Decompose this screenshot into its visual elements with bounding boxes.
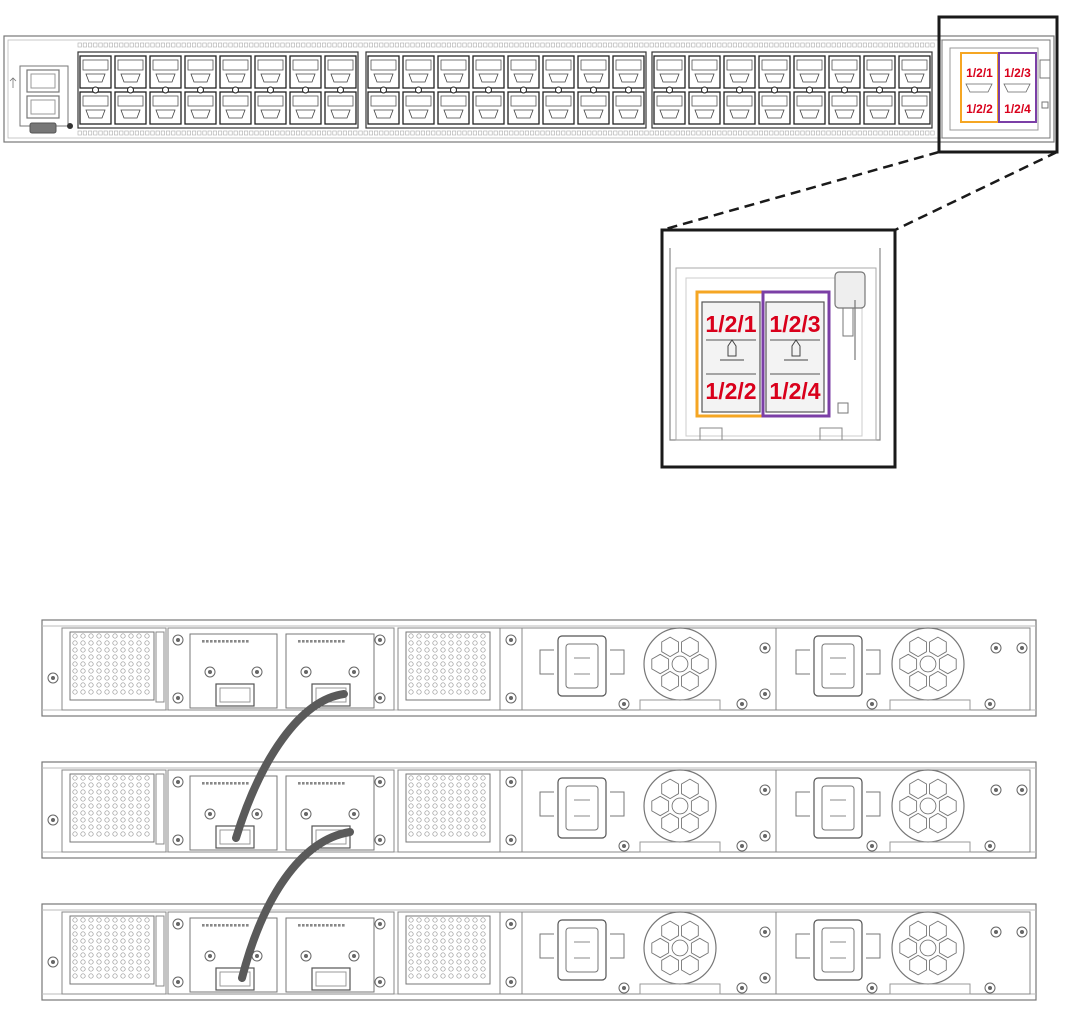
sfp-port[interactable]: [80, 92, 111, 124]
callout-leader-lines: [662, 152, 1057, 230]
sfp-port[interactable]: [794, 56, 825, 88]
small-port-label-1-2-1: 1/2/1: [966, 66, 993, 80]
sfp-port[interactable]: [543, 56, 574, 88]
small-port-label-1-2-2: 1/2/2: [966, 102, 993, 116]
sfp-port[interactable]: [759, 92, 790, 124]
port-label-1-2-3: 1/2/3: [769, 311, 820, 337]
sfp-port[interactable]: [613, 92, 644, 124]
sfp-port[interactable]: [220, 56, 251, 88]
port-label-1-2-2: 1/2/2: [705, 378, 756, 404]
sfp-port[interactable]: [508, 92, 539, 124]
sfp-port[interactable]: [473, 56, 504, 88]
rear-panel-unit: [42, 620, 1036, 716]
sfp-port[interactable]: [368, 92, 399, 124]
sfp-port[interactable]: [115, 56, 146, 88]
console-port-icon: [30, 123, 56, 133]
rear-panel-unit: [42, 762, 1036, 858]
sfp-port[interactable]: [578, 56, 609, 88]
sfp-port[interactable]: [220, 92, 251, 124]
sfp-port[interactable]: [508, 56, 539, 88]
uplink-zoom-callout: 1/2/1 1/2/3 1/2/2 1/2/4: [662, 230, 895, 467]
sfp-port[interactable]: [864, 92, 895, 124]
sfp-port[interactable]: [255, 92, 286, 124]
switch-front-panel: 1/2/1 1/2/2 1/2/3 1/2/4: [4, 17, 1057, 152]
sfp-port[interactable]: [829, 56, 860, 88]
sfp-port[interactable]: [689, 92, 720, 124]
sfp-port[interactable]: [829, 92, 860, 124]
sfp-port[interactable]: [185, 56, 216, 88]
sfp-port[interactable]: [473, 92, 504, 124]
sfp-port[interactable]: [543, 92, 574, 124]
sfp-port-blocks: [78, 52, 932, 128]
sfp-block-3: [652, 52, 932, 128]
sfp-port[interactable]: [325, 56, 356, 88]
sfp-port[interactable]: [185, 92, 216, 124]
sfp-port[interactable]: [368, 56, 399, 88]
sfp-port[interactable]: [150, 92, 181, 124]
port-label-1-2-4: 1/2/4: [769, 378, 820, 404]
sfp-port[interactable]: [115, 92, 146, 124]
sfp-block-1: [78, 52, 358, 128]
small-port-label-1-2-3: 1/2/3: [1004, 66, 1031, 80]
sfp-port[interactable]: [255, 56, 286, 88]
uplink-module: 1/2/1 1/2/2 1/2/3 1/2/4: [942, 40, 1050, 138]
sfp-port[interactable]: [613, 56, 644, 88]
sfp-port[interactable]: [724, 56, 755, 88]
sfp-port[interactable]: [403, 56, 434, 88]
sfp-port[interactable]: [864, 56, 895, 88]
sfp-port[interactable]: [899, 56, 930, 88]
sfp-port[interactable]: [899, 92, 930, 124]
sfp-port[interactable]: [438, 92, 469, 124]
sfp-port[interactable]: [759, 56, 790, 88]
port-label-1-2-1: 1/2/1: [705, 311, 756, 337]
rear-panel-stack: [42, 620, 1036, 1000]
sfp-port[interactable]: [80, 56, 111, 88]
small-port-label-1-2-4: 1/2/4: [1004, 102, 1031, 116]
sfp-port[interactable]: [290, 92, 321, 124]
sfp-block-2: [366, 52, 646, 128]
sfp-port[interactable]: [578, 92, 609, 124]
sfp-port[interactable]: [794, 92, 825, 124]
sfp-port[interactable]: [290, 56, 321, 88]
sfp-port[interactable]: [150, 56, 181, 88]
rear-panel-unit: [42, 904, 1036, 1000]
sfp-port[interactable]: [325, 92, 356, 124]
sfp-port[interactable]: [438, 56, 469, 88]
sfp-port[interactable]: [689, 56, 720, 88]
sfp-port[interactable]: [403, 92, 434, 124]
sfp-port[interactable]: [654, 92, 685, 124]
sfp-port[interactable]: [654, 56, 685, 88]
sfp-port[interactable]: [724, 92, 755, 124]
